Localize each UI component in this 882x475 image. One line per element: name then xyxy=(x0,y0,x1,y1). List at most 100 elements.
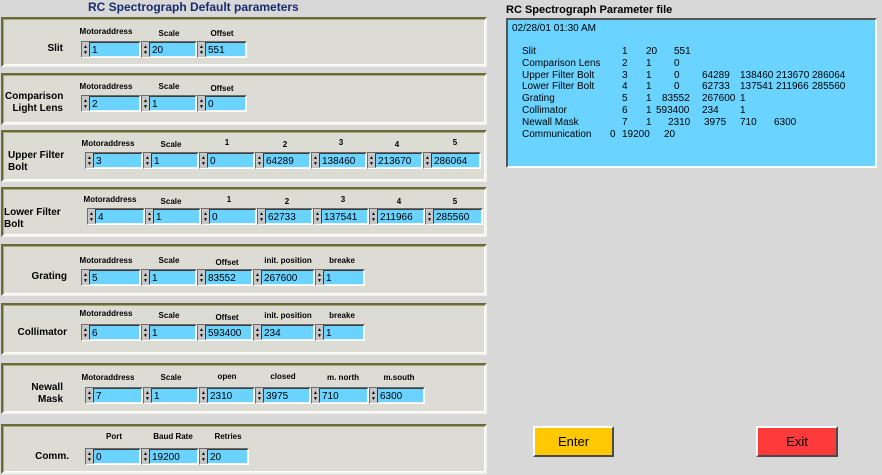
comm-baud-rate-field[interactable]: ▲▼19200 xyxy=(141,448,199,465)
spin-arrows-icon[interactable]: ▲▼ xyxy=(200,153,207,168)
newall-scale-field[interactable]: ▲▼1 xyxy=(143,387,199,404)
file-row-value: 0 xyxy=(610,128,616,140)
spin-arrows-icon[interactable]: ▲▼ xyxy=(370,388,377,403)
spin-arrows-icon[interactable]: ▲▼ xyxy=(198,96,205,111)
upper-pos2-field[interactable]: ▲▼64289 xyxy=(255,152,311,169)
spin-arrows-icon[interactable]: ▲▼ xyxy=(312,153,319,168)
spin-arrows-icon[interactable]: ▲▼ xyxy=(256,388,263,403)
file-row-value: 1 xyxy=(646,69,652,81)
spin-arrows-icon[interactable]: ▲▼ xyxy=(142,42,149,57)
file-row-value: 551 xyxy=(674,46,691,57)
slit-header-offset: Offset xyxy=(210,29,234,38)
spin-arrows-icon[interactable]: ▲▼ xyxy=(88,209,95,224)
spin-arrows-icon[interactable]: ▲▼ xyxy=(144,388,151,403)
enter-button[interactable]: Enter xyxy=(533,426,614,457)
spin-arrows-icon[interactable]: ▲▼ xyxy=(142,325,149,340)
spin-arrows-icon[interactable]: ▲▼ xyxy=(424,153,431,168)
spin-arrows-icon[interactable]: ▲▼ xyxy=(82,270,89,285)
spin-arrows-icon[interactable]: ▲▼ xyxy=(144,153,151,168)
lower-pos2-field[interactable]: ▲▼62733 xyxy=(257,208,313,225)
spin-arrows-icon[interactable]: ▲▼ xyxy=(426,209,433,224)
collimator-motoraddress-field[interactable]: ▲▼6 xyxy=(81,324,141,341)
grating-motoraddress-field[interactable]: ▲▼5 xyxy=(81,269,141,286)
collimator-init-position-field[interactable]: ▲▼234 xyxy=(253,324,315,341)
file-row-value: 3 xyxy=(622,69,628,81)
spin-arrows-icon[interactable]: ▲▼ xyxy=(82,96,89,111)
lower-pos5-field[interactable]: ▲▼285560 xyxy=(425,208,483,225)
spin-arrows-icon[interactable]: ▲▼ xyxy=(368,153,375,168)
slit-motoraddress-field[interactable]: ▲▼1 xyxy=(81,41,141,58)
slit-label: Slit xyxy=(47,43,63,54)
spin-arrows-icon[interactable]: ▲▼ xyxy=(142,449,149,464)
collimator-breake-field[interactable]: ▲▼1 xyxy=(315,324,365,341)
file-row-value: 3975 xyxy=(704,116,727,128)
newall-m-south-field[interactable]: ▲▼6300 xyxy=(369,387,425,404)
spin-arrows-icon[interactable]: ▲▼ xyxy=(254,325,261,340)
upper-header-3: 3 xyxy=(338,138,344,147)
file-row-value: 1 xyxy=(646,116,652,128)
newall-header-m-south: m.south xyxy=(383,373,415,382)
lower-header-4: 4 xyxy=(396,197,402,206)
spin-arrows-icon[interactable]: ▲▼ xyxy=(86,449,93,464)
spin-arrows-icon[interactable]: ▲▼ xyxy=(256,153,263,168)
upper-scale-field[interactable]: ▲▼1 xyxy=(143,152,199,169)
spin-arrows-icon[interactable]: ▲▼ xyxy=(316,325,323,340)
spin-arrows-icon[interactable]: ▲▼ xyxy=(198,325,205,340)
upper-motoraddress-field[interactable]: ▲▼3 xyxy=(85,152,143,169)
grating-breake-field[interactable]: ▲▼1 xyxy=(315,269,365,286)
comm-port-field[interactable]: ▲▼0 xyxy=(85,448,141,465)
slit-scale-field[interactable]: ▲▼20 xyxy=(141,41,197,58)
spin-arrows-icon[interactable]: ▲▼ xyxy=(142,270,149,285)
comm-retries-field[interactable]: ▲▼20 xyxy=(199,448,249,465)
upper-header-motoraddress: Motoraddress xyxy=(81,139,135,148)
comp-offset-field[interactable]: ▲▼0 xyxy=(197,95,247,112)
file-row-value: 1 xyxy=(740,105,746,116)
upper-pos5-field[interactable]: ▲▼286064 xyxy=(423,152,481,169)
grating-scale-field[interactable]: ▲▼1 xyxy=(141,269,197,286)
spin-arrows-icon[interactable]: ▲▼ xyxy=(314,209,321,224)
upper-header-4: 4 xyxy=(394,140,400,149)
spin-arrows-icon[interactable]: ▲▼ xyxy=(200,449,207,464)
grating-header-breake: breake xyxy=(329,256,355,265)
newall-header-open: open xyxy=(217,372,237,381)
grating-init-position-field[interactable]: ▲▼267600 xyxy=(253,269,315,286)
collimator-header-breake: breake xyxy=(329,311,355,320)
comp-motoraddress-field[interactable]: ▲▼2 xyxy=(81,95,141,112)
lower-scale-field[interactable]: ▲▼1 xyxy=(145,208,201,225)
lower-pos4-field[interactable]: ▲▼211966 xyxy=(369,208,425,225)
lower-pos1-field[interactable]: ▲▼0 xyxy=(201,208,257,225)
spin-arrows-icon[interactable]: ▲▼ xyxy=(86,153,93,168)
comp-scale-field[interactable]: ▲▼1 xyxy=(141,95,197,112)
spin-arrows-icon[interactable]: ▲▼ xyxy=(86,388,93,403)
spin-arrows-icon[interactable]: ▲▼ xyxy=(82,42,89,57)
grating-offset-field[interactable]: ▲▼83552 xyxy=(197,269,253,286)
lower-pos3-field[interactable]: ▲▼137541 xyxy=(313,208,369,225)
exit-button[interactable]: Exit xyxy=(756,426,838,457)
newall-motoraddress-field[interactable]: ▲▼7 xyxy=(85,387,143,404)
collimator-scale-field[interactable]: ▲▼1 xyxy=(141,324,197,341)
spin-arrows-icon[interactable]: ▲▼ xyxy=(370,209,377,224)
spin-arrows-icon[interactable]: ▲▼ xyxy=(312,388,319,403)
spin-arrows-icon[interactable]: ▲▼ xyxy=(254,270,261,285)
spin-arrows-icon[interactable]: ▲▼ xyxy=(146,209,153,224)
newall-header-m-north: m. north xyxy=(327,373,359,382)
spin-arrows-icon[interactable]: ▲▼ xyxy=(202,209,209,224)
upper-pos3-field[interactable]: ▲▼138460 xyxy=(311,152,367,169)
spin-arrows-icon[interactable]: ▲▼ xyxy=(198,270,205,285)
newall-open-field[interactable]: ▲▼2310 xyxy=(199,387,255,404)
spin-arrows-icon[interactable]: ▲▼ xyxy=(198,42,205,57)
slit-header-motoraddress: Motoraddress xyxy=(79,27,133,36)
collimator-offset-field[interactable]: ▲▼593400 xyxy=(197,324,253,341)
lower-motoraddress-field[interactable]: ▲▼4 xyxy=(87,208,145,225)
spin-arrows-icon[interactable]: ▲▼ xyxy=(316,270,323,285)
spin-arrows-icon[interactable]: ▲▼ xyxy=(200,388,207,403)
spin-arrows-icon[interactable]: ▲▼ xyxy=(82,325,89,340)
slit-offset-field[interactable]: ▲▼551 xyxy=(197,41,247,58)
spin-arrows-icon[interactable]: ▲▼ xyxy=(258,209,265,224)
upper-pos4-field[interactable]: ▲▼213670 xyxy=(367,152,423,169)
newall-m-north-field[interactable]: ▲▼710 xyxy=(311,387,369,404)
upper-pos1-field[interactable]: ▲▼0 xyxy=(199,152,255,169)
spin-arrows-icon[interactable]: ▲▼ xyxy=(142,96,149,111)
slit-panel: Slit Motoraddress Scale Offset ▲▼1 ▲▼20 … xyxy=(1,17,487,67)
newall-closed-field[interactable]: ▲▼3975 xyxy=(255,387,311,404)
